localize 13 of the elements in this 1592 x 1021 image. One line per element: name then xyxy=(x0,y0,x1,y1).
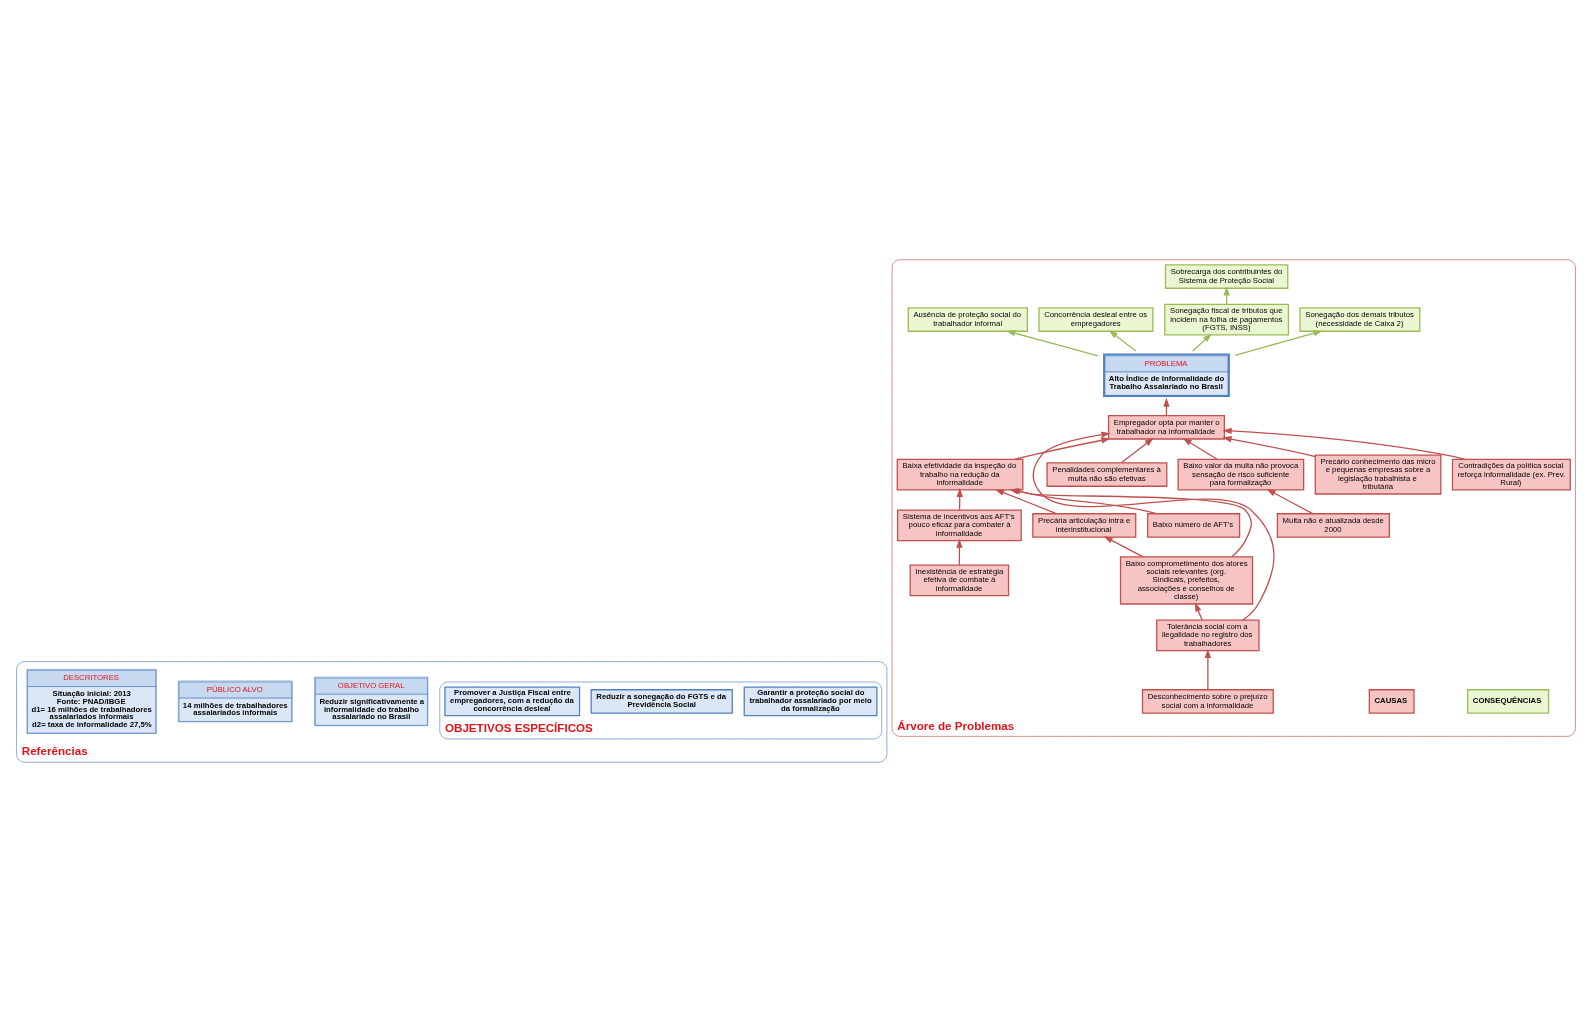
arrow xyxy=(1266,488,1314,514)
arrow xyxy=(1013,436,1111,460)
arrow xyxy=(1103,535,1144,557)
arrow xyxy=(1204,648,1212,690)
arrow xyxy=(1222,427,1466,460)
arrow xyxy=(1182,437,1218,460)
arrow xyxy=(1195,601,1203,621)
arrow xyxy=(1006,329,1099,356)
arrow xyxy=(1120,437,1154,463)
arrow xyxy=(1234,329,1323,356)
arrow xyxy=(1192,333,1212,352)
arrow xyxy=(1222,435,1316,457)
arrow xyxy=(1108,329,1137,352)
